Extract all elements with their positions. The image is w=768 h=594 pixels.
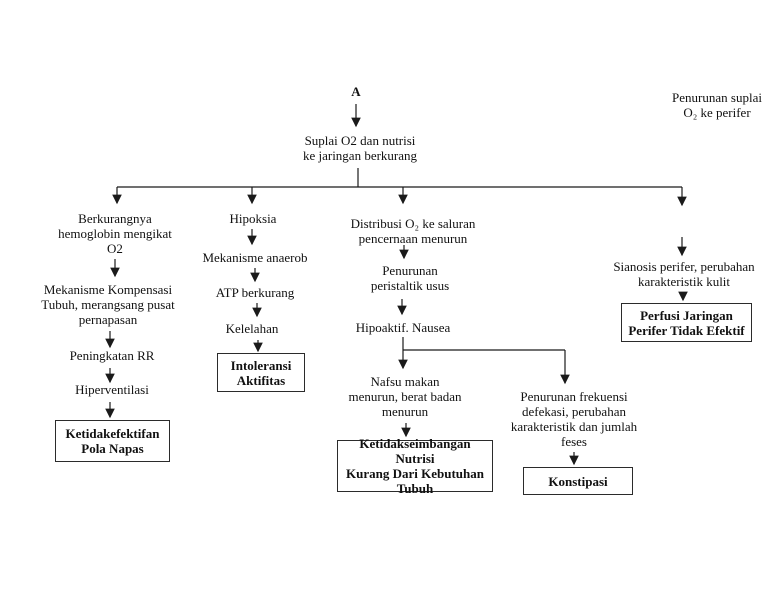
node-kelelahan: Kelelahan <box>225 321 279 336</box>
node-mekanisme-anaerob: Mekanisme anaerob <box>202 250 308 265</box>
node-hipoaktif-nausea: Hipoaktif. Nausea <box>355 320 451 335</box>
node-sianosis-perifer: Sianosis perifer, perubahan karakteristi… <box>613 259 755 289</box>
diagnosis-box-ketidakefektifan-pola-napas: Ketidakefektifan Pola Napas <box>55 420 170 462</box>
node-mekanisme-kompensasi: Mekanisme Kompensasi Tubuh, merangsang p… <box>41 282 175 327</box>
diagnosis-box-intoleransi-aktifitas: Intoleransi Aktifitas <box>217 353 305 392</box>
node-hiperventilasi: Hiperventilasi <box>75 382 149 397</box>
diagnosis-box-ketidakseimbangan-nutrisi: Ketidakseimbangan Nutrisi Kurang Dari Ke… <box>337 436 493 496</box>
node-penurunan-peristaltik: Penurunan peristaltik usus <box>370 263 450 293</box>
node-atp-berkurang: ATP berkurang <box>215 285 295 300</box>
side-note-penurunan-suplai: Penurunan suplai O₂ ke perifer <box>672 90 762 120</box>
node-peningkatan-rr: Peningkatan RR <box>69 348 155 363</box>
diagnosis-box-konstipasi: Konstipasi <box>523 467 633 495</box>
entry-point-label: A <box>351 84 361 99</box>
node-root-suplai-o2: Suplai O2 dan nutrisi ke jaringan berkur… <box>302 133 418 163</box>
node-distribusi-o2-saluran: Distribusi O₂ ke saluran pencernaan menu… <box>350 216 476 246</box>
node-nafsu-makan-menurun: Nafsu makan menurun, berat badan menurun <box>348 374 462 419</box>
diagnosis-box-perfusi-jaringan: Perfusi Jaringan Perifer Tidak Efektif <box>621 303 752 342</box>
node-berkurangnya-hemoglobin: Berkurangnya hemoglobin mengikat O2 <box>58 211 172 256</box>
node-hipoksia: Hipoksia <box>229 211 277 226</box>
node-penurunan-frekuensi-defekasi: Penurunan frekuensi defekasi, perubahan … <box>510 389 638 449</box>
